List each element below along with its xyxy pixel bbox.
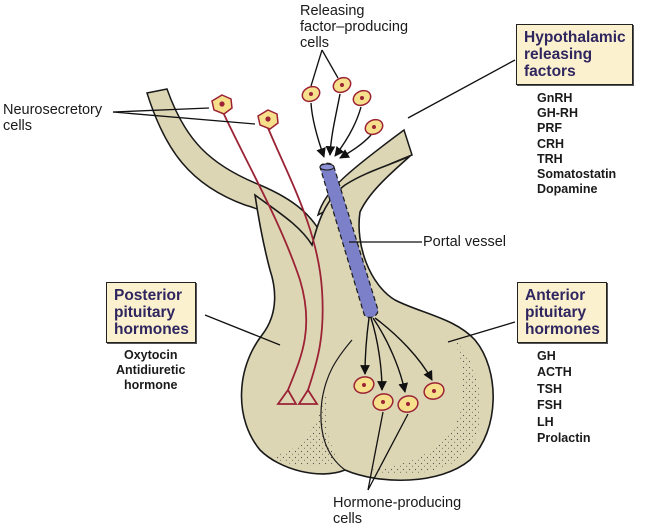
anterior-pituitary-hormones-box: Anterior pituitary hormones [517, 282, 607, 343]
stipple-shading-anterior [370, 340, 482, 475]
list-item: FSH [537, 398, 562, 413]
anterior-title-line-1: Anterior [525, 287, 586, 304]
portal-vessel [319, 162, 379, 319]
list-item: Antidiuretic [116, 363, 186, 378]
list-item: Dopamine [537, 182, 598, 197]
hypothalamic-releasing-factors-box: Hypothalamic releasing factors [516, 24, 633, 85]
releasing-label-line-1: Releasing [300, 3, 365, 19]
neurosecretory-label-line-2: cells [3, 118, 33, 134]
posterior-title-line-2: pituitary [114, 304, 176, 321]
hypothalamic-title-line-3: factors [524, 63, 576, 80]
posterior-hormones-list: Oxytocin Antidiuretic hormone [116, 348, 185, 394]
hormone-label-line-2: cells [333, 511, 363, 527]
axon-terminal-1 [276, 388, 298, 405]
releasing-label-line-2: factor–producing [300, 19, 409, 35]
leader-hormone-2 [367, 413, 409, 491]
axon-1 [221, 109, 308, 391]
posterior-pituitary-hormones-box: Posterior pituitary hormones [106, 282, 196, 343]
hypothalamic-title-line-2: releasing [524, 46, 593, 63]
hypothalamic-title-line-1: Hypothalamic [524, 29, 626, 46]
vessel-to-cell-arrows [360, 317, 433, 393]
portal-vessel-label: Portal vessel [423, 234, 507, 250]
list-item: GH-RH [537, 106, 578, 121]
list-item: hormone [123, 378, 178, 393]
posterior-title-line-3: hormones [114, 321, 189, 338]
list-item: GnRH [537, 91, 573, 105]
list-item: GH [537, 349, 556, 363]
stipple-shading-posterior [268, 380, 340, 466]
leader-posterior [204, 314, 281, 346]
releasing-arrows [310, 93, 372, 159]
posterior-title-line-1: Posterior [114, 287, 183, 304]
leader-anterior [447, 321, 516, 343]
leader-neuro-1 [112, 107, 210, 113]
leader-hypothalamic [407, 59, 516, 119]
axon-terminal-2 [297, 388, 319, 405]
anterior-title-line-3: hormones [525, 321, 600, 338]
leader-neuro-2 [112, 111, 256, 125]
neurosecretory-axons [221, 109, 324, 405]
anterior-hormones-list: GH ACTH TSH FSH LH Prolactin [537, 348, 591, 446]
anterior-title-line-2: pituitary [525, 304, 587, 321]
list-item: TRH [537, 151, 563, 166]
neurosecretory-cells-label: Neurosecretory cells [3, 102, 102, 134]
releasing-cells-label: Releasing factor–producing cells [300, 3, 408, 51]
neurosecretory-label-line-1: Neurosecretory [3, 102, 103, 118]
leader-releasing-right [321, 49, 339, 79]
neurosecretory-cell-1 [211, 94, 233, 115]
list-item: TSH [537, 381, 562, 396]
hormone-producing-cells-label: Hormone-producing cells [333, 495, 461, 527]
leader-lines [112, 49, 516, 491]
list-item: Prolactin [537, 431, 591, 446]
list-item: Oxytocin [123, 348, 178, 362]
list-item: PRF [537, 121, 562, 136]
neurosecretory-cell-2 [257, 109, 279, 130]
list-item: ACTH [537, 365, 572, 380]
hormone-label-line-1: Hormone-producing [333, 495, 462, 511]
list-item: CRH [537, 136, 565, 151]
leader-hormone-1 [367, 411, 384, 491]
list-item: LH [537, 414, 554, 429]
leader-releasing-left [310, 49, 323, 87]
releasing-label-line-3: cells [300, 35, 330, 51]
axon-2 [267, 127, 324, 391]
portal-vessel-top [319, 163, 335, 171]
hypothalamic-factors-list: GnRH GH-RH PRF CRH TRH Somatostatin Dopa… [537, 91, 616, 197]
list-item: Somatostatin [537, 167, 617, 182]
